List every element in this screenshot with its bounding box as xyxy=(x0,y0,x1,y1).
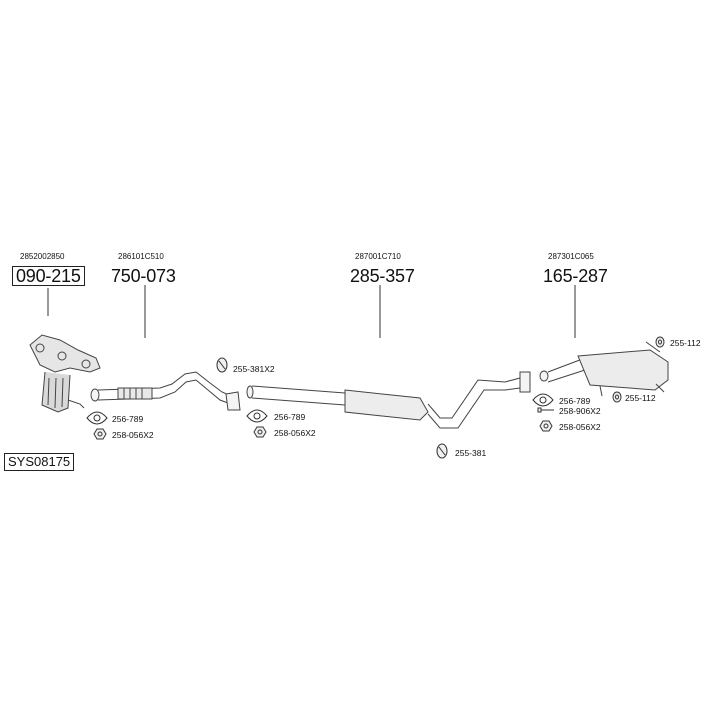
nut-icon xyxy=(253,426,267,438)
gasket-icon xyxy=(246,409,268,423)
bolt-icon xyxy=(537,407,554,413)
fitting-label[interactable]: 258-056X2 xyxy=(112,430,154,440)
fitting-label[interactable]: 256-789 xyxy=(274,412,306,422)
rubber-ring-icon xyxy=(655,336,665,348)
rubber-hanger-icon xyxy=(436,443,448,459)
gasket-icon xyxy=(86,411,108,425)
oem-number: 287301C065 xyxy=(548,252,594,261)
fitting-label[interactable]: 256-789 xyxy=(112,414,144,424)
oem-number: 2852002850 xyxy=(20,252,65,261)
front-pipe xyxy=(90,371,241,411)
part-number[interactable]: 285-357 xyxy=(350,266,415,286)
fitting-label[interactable]: 255-112 xyxy=(670,338,701,348)
fitting-label[interactable]: 258-906X2 xyxy=(559,406,601,416)
rubber-hanger-icon xyxy=(216,357,228,373)
part-number[interactable]: 165-287 xyxy=(543,266,608,286)
gasket-icon xyxy=(532,393,554,407)
part-number[interactable]: 750-073 xyxy=(111,266,176,286)
catalytic-converter xyxy=(29,334,101,413)
fitting-label[interactable]: 256-789 xyxy=(559,396,591,406)
fitting-label[interactable]: 258-056X2 xyxy=(559,422,601,432)
system-code-label: SYS08175 xyxy=(4,453,75,471)
nut-icon xyxy=(93,428,107,440)
nut-icon xyxy=(539,420,553,432)
fitting-label[interactable]: 255-112 xyxy=(625,393,656,403)
fitting-label[interactable]: 255-381 xyxy=(455,448,487,458)
fitting-label[interactable]: 258-056X2 xyxy=(274,428,316,438)
oem-number: 287001C710 xyxy=(355,252,401,261)
rubber-ring-icon xyxy=(612,391,622,403)
part-number[interactable]: 090-215 xyxy=(12,266,85,286)
oem-number: 286101C510 xyxy=(118,252,164,261)
rear-muffler xyxy=(539,341,669,397)
fitting-label[interactable]: 255-381X2 xyxy=(233,364,275,374)
middle-silencer xyxy=(246,371,531,429)
